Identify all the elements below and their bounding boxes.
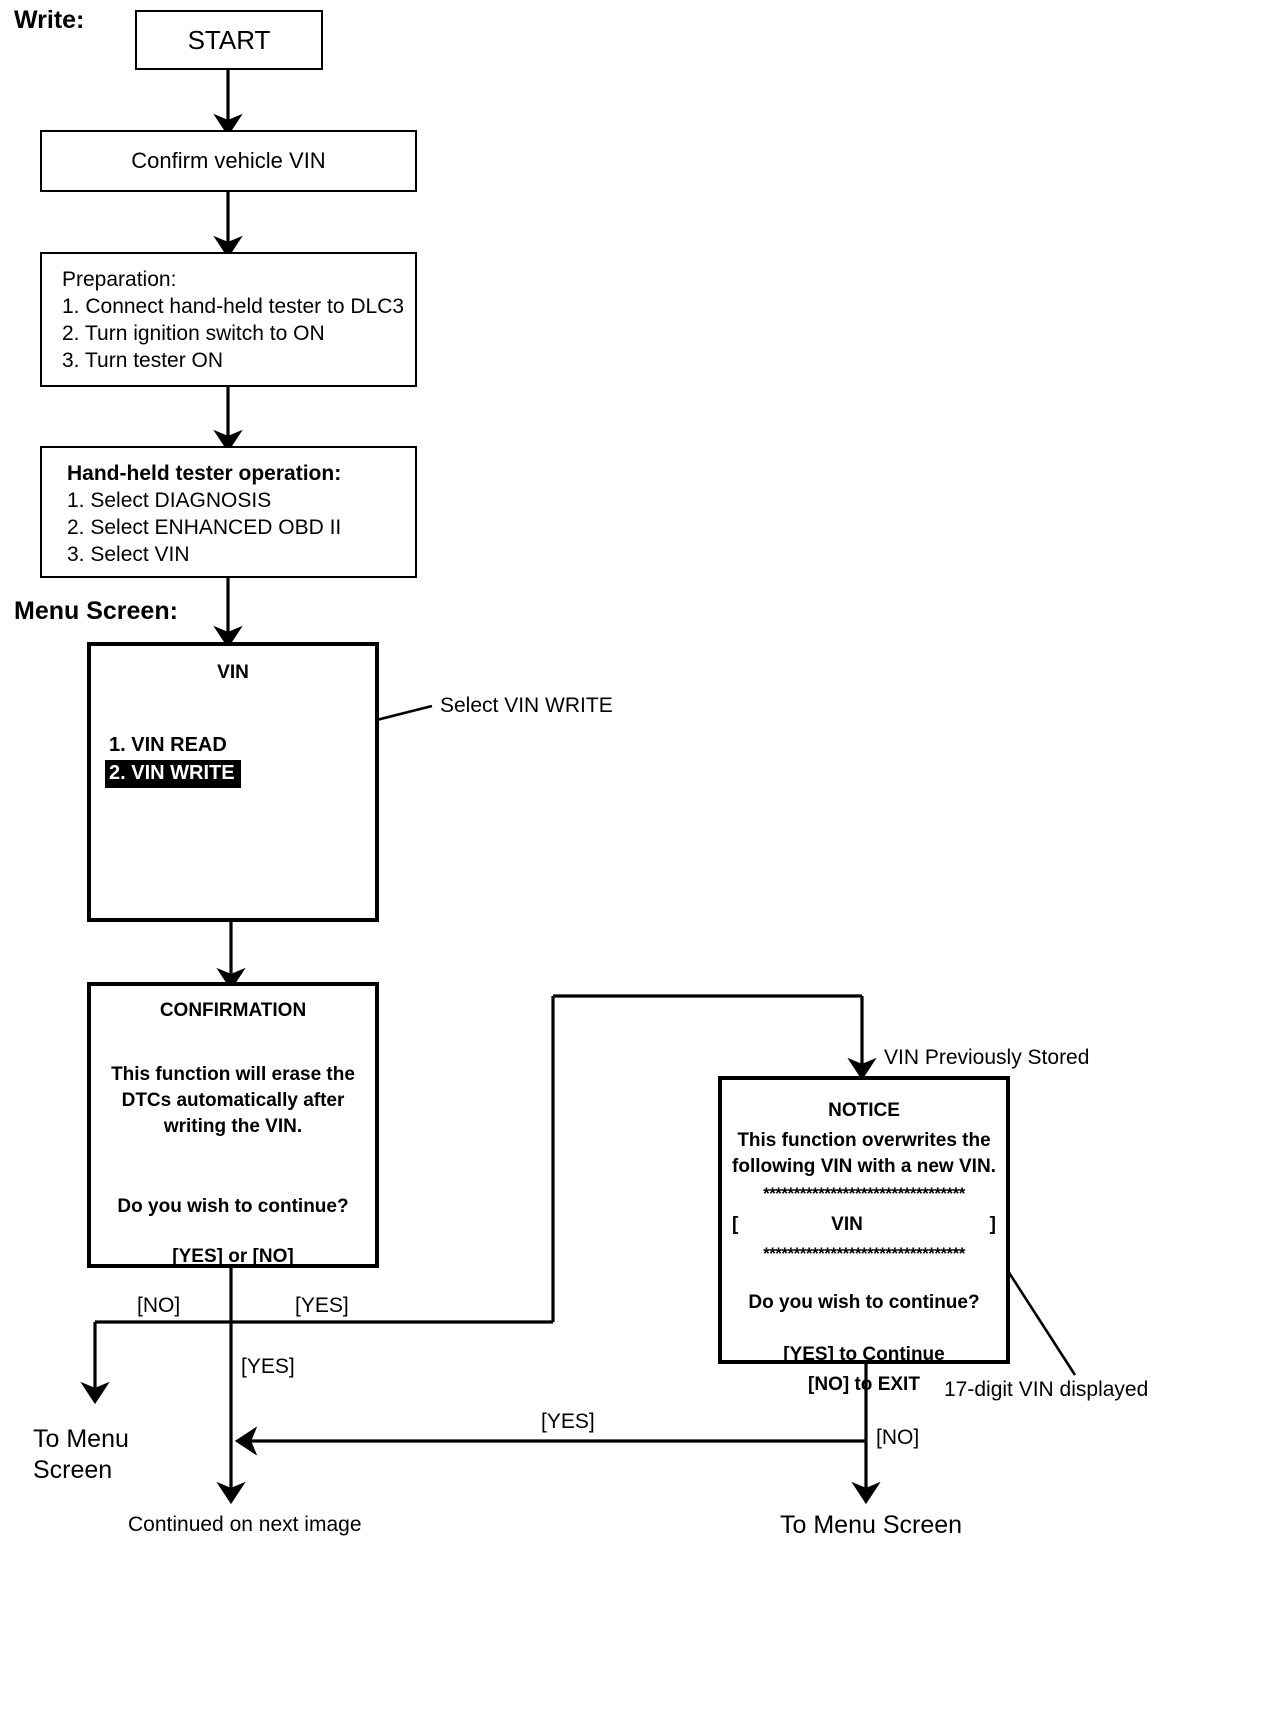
annotation-17-digit-vin: 17-digit VIN displayed bbox=[944, 1378, 1149, 1401]
terminal-continued: Continued on next image bbox=[128, 1513, 362, 1536]
menu-item-vin-read[interactable]: 1. VIN READ bbox=[109, 734, 227, 756]
tester-operation-step-2: 2. Select ENHANCED OBD II bbox=[67, 516, 342, 539]
preparation-title: Preparation: bbox=[62, 268, 177, 291]
section-label-write: Write: bbox=[14, 6, 85, 34]
preparation-step-2: 2. Turn ignition switch to ON bbox=[62, 322, 325, 345]
notice-vin-right-bracket: ] bbox=[989, 1214, 996, 1235]
notice-vin-row: [ VIN ] bbox=[722, 1214, 1006, 1236]
notice-stars-top: ********************************* bbox=[763, 1184, 965, 1203]
edge-label-yes-to-menu: [YES] bbox=[541, 1410, 595, 1433]
tester-operation-step-3: 3. Select VIN bbox=[67, 543, 190, 566]
notice-answer-yes: [YES] to Continue bbox=[783, 1344, 945, 1365]
notice-body-line-2: following VIN with a new VIN. bbox=[732, 1156, 996, 1177]
terminal-to-menu-screen-right: To Menu Screen bbox=[780, 1511, 963, 1539]
annotation-vin-previously-stored: VIN Previously Stored bbox=[884, 1046, 1090, 1069]
edge-label-no-to-menu: [NO] bbox=[876, 1426, 920, 1449]
screen-vin-menu-title: VIN bbox=[217, 662, 249, 683]
notice-vin-left-bracket: [ bbox=[732, 1214, 739, 1235]
confirmation-question: Do you wish to continue? bbox=[117, 1196, 349, 1217]
annotation-select-vin-write: Select VIN WRITE bbox=[440, 694, 613, 717]
edge-label-yes-down: [YES] bbox=[241, 1355, 295, 1378]
node-start: START bbox=[135, 10, 323, 70]
edge-label-yes-right: [YES] bbox=[295, 1294, 349, 1317]
screen-notice: NOTICE This function overwrites the foll… bbox=[718, 1076, 1010, 1395]
menu-item-vin-write[interactable]: 2. VIN WRITE bbox=[105, 760, 241, 788]
confirmation-answer: [YES] or [NO] bbox=[172, 1246, 294, 1267]
confirmation-body-line-2: DTCs automatically after bbox=[121, 1090, 345, 1111]
node-confirm-vin-label: Confirm vehicle VIN bbox=[131, 148, 326, 173]
confirmation-body-line-3: writing the VIN. bbox=[163, 1116, 303, 1137]
screen-confirmation: CONFIRMATION This function will erase th… bbox=[87, 982, 379, 1268]
node-preparation: Preparation: 1. Connect hand-held tester… bbox=[40, 252, 417, 387]
screen-confirmation-title: CONFIRMATION bbox=[159, 1000, 307, 1021]
terminal-to-menu-screen-left-line1: To Menu bbox=[33, 1425, 129, 1453]
node-start-label: START bbox=[187, 25, 271, 55]
preparation-step-1: 1. Connect hand-held tester to DLC3 bbox=[62, 295, 405, 318]
confirmation-body-line-1: This function will erase the bbox=[111, 1064, 355, 1085]
notice-answer-no: [NO] to EXIT bbox=[808, 1374, 920, 1395]
edge-label-no-left: [NO] bbox=[137, 1294, 181, 1317]
terminal-to-menu-screen-left-line2: Screen bbox=[33, 1456, 113, 1484]
node-confirm-vin: Confirm vehicle VIN bbox=[40, 130, 417, 192]
tester-operation-title: Hand-held tester operation: bbox=[67, 462, 342, 485]
menu-screen-label: Menu Screen: bbox=[14, 597, 178, 625]
node-tester-operation: Hand-held tester operation: 1. Select DI… bbox=[40, 446, 417, 578]
notice-body-line-1: This function overwrites the bbox=[737, 1130, 991, 1151]
preparation-step-3: 3. Turn tester ON bbox=[62, 349, 224, 372]
tester-operation-step-1: 1. Select DIAGNOSIS bbox=[67, 489, 272, 512]
screen-notice-title: NOTICE bbox=[828, 1100, 900, 1121]
notice-question: Do you wish to continue? bbox=[748, 1292, 980, 1313]
terminal-to-menu-screen-left: To Menu Screen bbox=[33, 1424, 129, 1486]
screen-vin-menu: VIN 1. VIN READ 2. VIN WRITE bbox=[87, 642, 379, 922]
notice-vin-value: VIN bbox=[831, 1214, 863, 1235]
notice-stars-bottom: ********************************* bbox=[763, 1244, 965, 1263]
